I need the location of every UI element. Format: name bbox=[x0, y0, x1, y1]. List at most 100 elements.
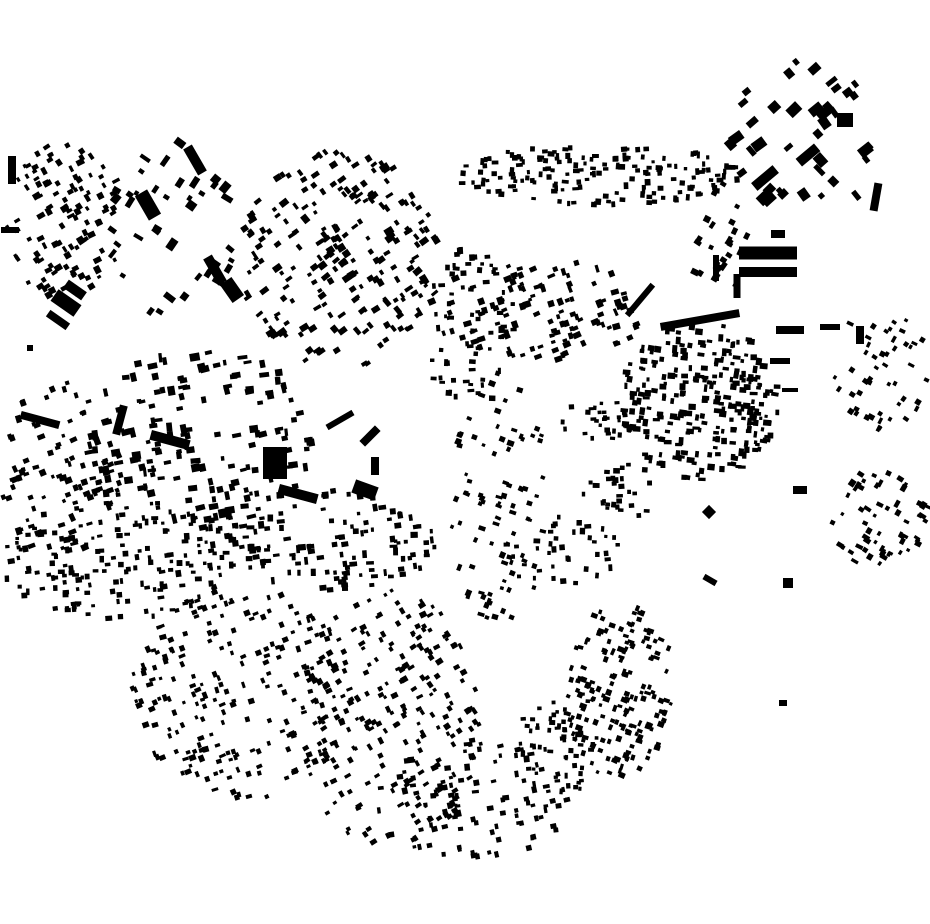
building bbox=[101, 569, 107, 573]
building bbox=[730, 453, 736, 461]
building bbox=[865, 526, 873, 535]
building bbox=[53, 553, 59, 560]
building bbox=[444, 314, 448, 319]
building bbox=[297, 620, 302, 626]
building bbox=[209, 173, 222, 186]
building bbox=[848, 90, 859, 101]
building bbox=[457, 777, 465, 783]
building bbox=[219, 645, 225, 651]
building bbox=[444, 637, 450, 642]
building bbox=[499, 607, 507, 615]
building bbox=[568, 676, 575, 684]
building bbox=[119, 577, 124, 585]
building bbox=[418, 273, 429, 285]
building bbox=[738, 465, 746, 469]
building bbox=[406, 264, 415, 273]
building bbox=[271, 262, 283, 274]
building bbox=[581, 155, 585, 161]
building bbox=[305, 677, 312, 684]
building bbox=[354, 191, 364, 200]
building bbox=[311, 757, 319, 766]
building bbox=[397, 511, 404, 519]
building bbox=[421, 623, 428, 630]
building bbox=[255, 747, 262, 755]
building bbox=[180, 770, 186, 776]
building bbox=[914, 398, 922, 406]
building bbox=[407, 555, 413, 561]
building bbox=[352, 601, 361, 609]
building bbox=[190, 691, 197, 698]
building bbox=[350, 257, 357, 264]
building bbox=[19, 398, 27, 406]
building bbox=[356, 511, 361, 516]
building bbox=[68, 455, 76, 462]
building bbox=[741, 416, 746, 421]
building bbox=[606, 770, 613, 776]
building bbox=[162, 291, 177, 304]
building bbox=[577, 675, 584, 681]
building bbox=[103, 500, 110, 506]
building bbox=[856, 326, 864, 344]
building bbox=[640, 154, 645, 160]
building bbox=[291, 697, 297, 703]
building bbox=[277, 591, 285, 599]
building bbox=[563, 711, 568, 716]
building bbox=[861, 520, 869, 527]
building bbox=[530, 717, 536, 722]
building bbox=[567, 145, 573, 151]
building bbox=[363, 529, 369, 534]
building bbox=[25, 517, 30, 523]
building bbox=[408, 758, 416, 764]
building bbox=[364, 360, 372, 367]
building bbox=[215, 758, 223, 765]
building bbox=[61, 433, 66, 438]
building bbox=[329, 777, 338, 785]
building bbox=[591, 540, 597, 544]
building bbox=[207, 477, 214, 486]
building bbox=[111, 177, 121, 185]
building bbox=[272, 553, 280, 558]
building bbox=[409, 783, 417, 788]
building bbox=[494, 370, 501, 377]
building bbox=[439, 380, 446, 384]
building bbox=[318, 654, 326, 662]
building bbox=[366, 743, 374, 751]
building bbox=[651, 191, 657, 196]
building bbox=[694, 328, 703, 336]
building bbox=[149, 429, 191, 451]
building bbox=[266, 594, 271, 601]
building bbox=[414, 801, 423, 809]
building bbox=[418, 610, 428, 619]
building bbox=[27, 345, 33, 351]
building bbox=[246, 269, 252, 275]
building bbox=[734, 176, 740, 183]
building bbox=[359, 623, 368, 632]
building bbox=[412, 562, 418, 570]
building bbox=[276, 326, 288, 338]
building bbox=[413, 818, 422, 826]
building bbox=[682, 380, 689, 385]
building bbox=[733, 274, 741, 298]
building bbox=[429, 711, 436, 719]
building bbox=[235, 766, 241, 773]
building bbox=[259, 371, 270, 378]
building bbox=[550, 327, 558, 334]
building bbox=[560, 188, 565, 192]
building bbox=[361, 830, 369, 838]
building bbox=[473, 184, 482, 190]
building bbox=[622, 155, 629, 162]
building bbox=[609, 718, 616, 724]
building bbox=[239, 467, 247, 473]
building bbox=[835, 385, 843, 393]
building bbox=[579, 527, 586, 535]
building bbox=[694, 235, 703, 245]
building bbox=[476, 335, 486, 343]
building bbox=[665, 645, 672, 652]
building bbox=[881, 362, 889, 369]
building bbox=[179, 660, 186, 668]
building bbox=[491, 171, 497, 177]
building bbox=[243, 293, 253, 302]
building bbox=[475, 316, 481, 322]
building bbox=[494, 823, 499, 830]
building bbox=[726, 348, 732, 354]
